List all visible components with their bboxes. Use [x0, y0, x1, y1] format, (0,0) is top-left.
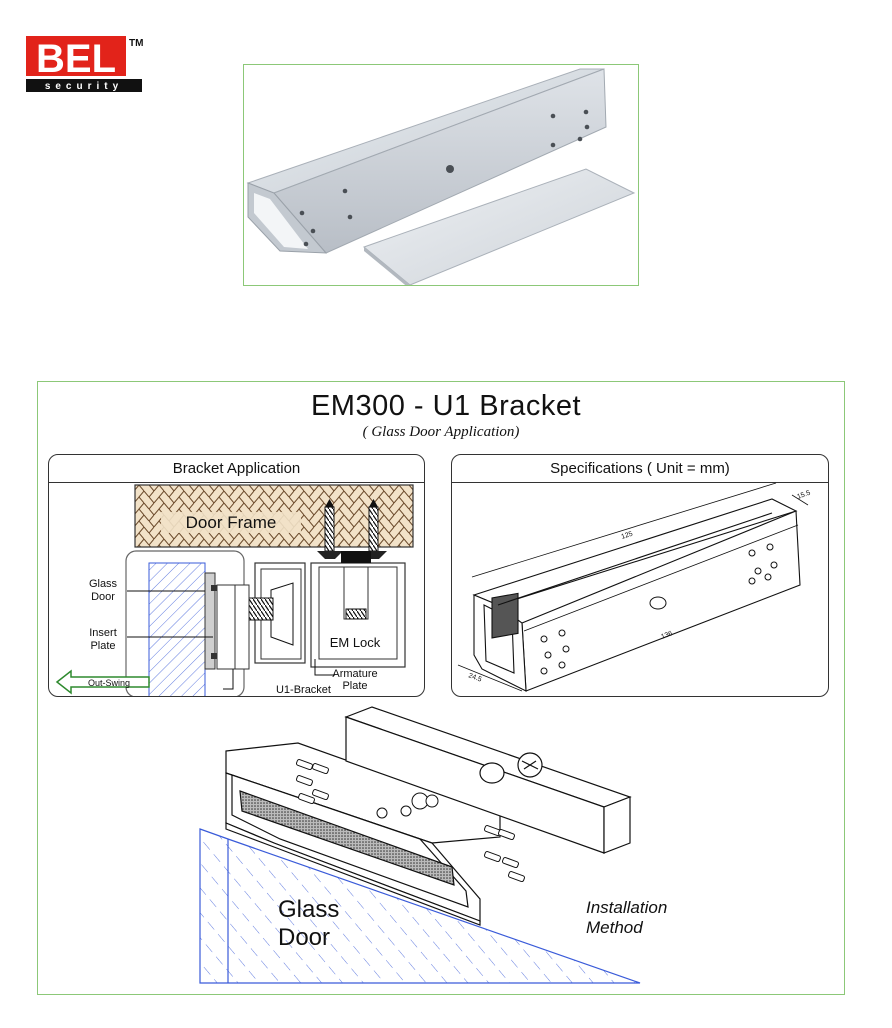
bracket-application-panel: Bracket Application Door Frame: [48, 454, 425, 697]
dim-length-outer-label: 136: [660, 630, 674, 641]
page-subtitle: ( Glass Door Application): [362, 424, 520, 440]
em-lock-label: EM Lock: [330, 635, 381, 650]
armature-label-line1: Armature: [332, 668, 377, 680]
specifications-title: Specifications ( Unit = mm): [452, 455, 828, 483]
armature-label-line2: Plate: [342, 680, 367, 692]
logo-tm-text: TM: [129, 38, 143, 49]
bracket-screws: [296, 759, 525, 883]
spec-drawing: 15.5 125 136 24.5: [457, 482, 812, 692]
glass-door-label-line1: Glass: [89, 578, 118, 590]
dim-length-inner-label: 125: [620, 531, 633, 541]
glass-door-label-line2: Door: [91, 591, 115, 603]
specifications-panel: Specifications ( Unit = mm): [451, 454, 829, 697]
insert-plate: [204, 572, 216, 670]
u1-bracket-drawing: [225, 742, 501, 926]
u-bracket-photo: [246, 68, 636, 289]
insert-plate-label-line1: Insert: [89, 627, 117, 639]
dim-depth-label: 15.5: [796, 490, 811, 501]
page-title: EM300 - U1 Bracket: [310, 390, 582, 422]
insert-plate-photo: [362, 168, 636, 286]
armature-plate-drawing: [344, 706, 632, 854]
installation-method-label-line1: Installation: [586, 898, 667, 917]
dim-width-label: 24.5: [467, 672, 482, 683]
u1-bracket-label: U1-Bracket: [276, 684, 331, 696]
logo-brand-text: BEL: [36, 37, 116, 81]
installation-method-label-line2: Method: [586, 918, 643, 937]
installation-illustration: Glass Door Installation Method: [170, 703, 710, 986]
out-swing-label: Out-Swing: [88, 678, 130, 688]
mounting-holes: [299, 109, 590, 247]
logo-tagline-text: security: [45, 81, 123, 92]
glass-door-section: [148, 562, 206, 696]
glass-door-label-line1: Glass: [278, 896, 339, 923]
door-frame-label: Door Frame: [186, 513, 277, 532]
insert-plate-label-line2: Plate: [90, 640, 115, 652]
glass-door-panel: [199, 828, 641, 984]
bel-security-logo: BEL TM security: [24, 34, 144, 96]
product-photo-frame: [243, 64, 639, 289]
out-swing-arrow: Out-Swing: [55, 669, 150, 695]
glass-door-label-line2: Door: [278, 924, 330, 951]
bracket-application-title: Bracket Application: [49, 455, 424, 483]
